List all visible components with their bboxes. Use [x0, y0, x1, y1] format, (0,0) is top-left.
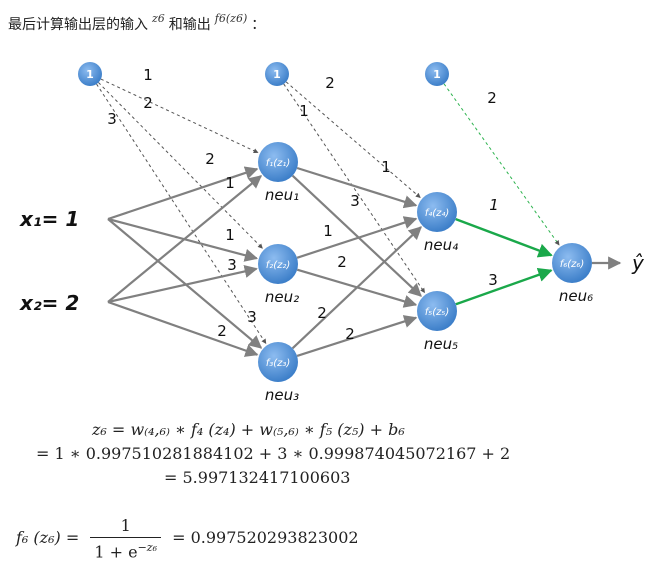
neuron-n4: f₄(z₄) neu₄ [417, 192, 458, 254]
neuron-caption: neu₂ [265, 288, 299, 306]
neuron-caption: neu₄ [424, 236, 458, 254]
neuron-caption: neu₃ [265, 386, 299, 404]
neuron-function-label: f₃(z₃) [266, 358, 291, 369]
neuron-n5: f₅(z₅) neu₅ [417, 291, 458, 353]
weight-label-b3-n6: 2 [487, 89, 497, 107]
weight-label-n1-n4: 1 [381, 158, 391, 176]
f6-numerator: 1 [90, 516, 161, 538]
intro-z6-symbol: z6 [152, 12, 165, 25]
neuron-n3: f₃(z₃) neu₃ [258, 342, 299, 404]
intro-suffix: ： [251, 17, 266, 33]
edge-b1-n1 [100, 78, 259, 154]
bias-node-b3: 1 [425, 62, 449, 86]
z6-equation-line1: z₆ = w₍₄,₆₎ ∗ f₄ (z₄) + w₍₅,₆₎ ∗ f₅ (z₅)… [92, 420, 405, 439]
edge-x2-n3 [107, 300, 259, 357]
neuron-caption: neu₅ [424, 335, 458, 353]
edge-n1-n5 [291, 174, 422, 297]
z6-rhs: w₍₄,₆₎ ∗ f₄ (z₄) + w₍₅,₆₎ ∗ f₅ (z₅) + b₆ [130, 420, 405, 439]
z6-equation-line2: = 1 ∗ 0.997510281884102 + 3 ∗ 0.99987404… [36, 444, 511, 463]
neuron-n6: f₆(z₆) neu₆ [552, 243, 593, 305]
neuron-function-label: f₅(z₅) [425, 307, 450, 318]
edge-n2-n4 [296, 216, 418, 259]
weight-label-x2-n2: 3 [227, 256, 237, 274]
intro-f6-symbol: f6(z6) [214, 12, 248, 25]
edge-n3-n4 [291, 226, 422, 350]
edge-n5-n6 [455, 267, 553, 306]
edge-n3-n5 [296, 315, 418, 357]
neuron-function-label: f₁(z₁) [266, 158, 291, 169]
weight-label-x1-n2: 1 [225, 226, 235, 244]
weight-label-n2-n4: 1 [323, 222, 333, 240]
weight-label-x2-n3: 2 [217, 322, 227, 340]
edge-x1-n1 [107, 166, 259, 221]
input-label-x1: x₁= 1 [19, 207, 79, 231]
output-symbol: ŷ [631, 251, 645, 275]
edge-x2-n1 [107, 175, 263, 303]
z6-lhs: z₆ = [92, 420, 126, 439]
weight-label-n4-n6: 1 [489, 196, 499, 214]
f6-fraction: 1 1 + e−z₆ [90, 516, 161, 561]
edge-n1-n4 [296, 166, 418, 209]
weight-label-x2-n1: 1 [225, 174, 235, 192]
edge-x2-n2 [107, 264, 258, 304]
weight-label-x1-n1: 2 [205, 150, 215, 168]
weight-label-b2-n4: 2 [325, 74, 335, 92]
edge-x1-n3 [107, 218, 263, 349]
f6-denominator: 1 + e−z₆ [90, 538, 161, 561]
neuron-n1: f₁(z₁) neu₁ [258, 142, 299, 204]
f6-den-exp: −z₆ [137, 541, 157, 554]
weight-label-n3-n5: 2 [345, 325, 355, 343]
bias-node-label: 1 [86, 68, 94, 81]
weight-label-n3-n4: 2 [317, 304, 327, 322]
bias-node-label: 1 [273, 68, 281, 81]
f6-lhs: f₆ (z₆) = [16, 528, 80, 548]
z6-equation-line3: = 5.997132417100603 [164, 468, 351, 487]
weight-label-b2-n5: 1 [299, 102, 309, 120]
weight-label-b1-n1: 1 [143, 66, 153, 84]
bias-node-b2: 1 [265, 62, 289, 86]
neuron-n2: f₂(z₂) neu₂ [258, 244, 299, 306]
intro-prefix: 最后计算输出层的输入 [8, 17, 148, 33]
bias-node-label: 1 [433, 68, 441, 81]
neuron-function-label: f₄(z₄) [425, 208, 450, 219]
edge-x1-n2 [107, 217, 259, 262]
neuron-function-label: f₆(z₆) [560, 259, 585, 270]
nodes-layer: 1 1 1 f₁(z₁) neu₁ f₂(z₂) neu₂ f₃(z₃) neu₃ f₄(z₄) n… [19, 62, 645, 404]
weight-label-n2-n5: 2 [337, 253, 347, 271]
neuron-function-label: f₂(z₂) [266, 260, 291, 271]
weight-label-b1-n3: 3 [107, 110, 117, 128]
edge-b2-n4 [285, 81, 421, 199]
edge-b1-n3 [96, 83, 267, 344]
edge-b1-n2 [98, 82, 263, 249]
neuron-caption: neu₁ [265, 186, 299, 204]
f6-equation: f₆ (z₆) = 1 1 + e−z₆ = 0.997520293823002 [16, 516, 359, 561]
intro-middle: 和输出 [168, 17, 211, 33]
weight-label-n1-n5: 3 [350, 192, 360, 210]
neuron-caption: neu₆ [559, 287, 593, 305]
f6-result: = 0.997520293823002 [172, 528, 359, 548]
bias-node-b1: 1 [78, 62, 102, 86]
weight-label-b1-n2: 2 [143, 94, 153, 112]
edges-layer [96, 78, 622, 357]
f6-den-base: 1 + e [94, 542, 138, 562]
weight-label-x1-n3: 3 [247, 308, 257, 326]
edge-n4-n6 [455, 217, 553, 258]
input-label-x2: x₂= 2 [19, 291, 79, 315]
weight-label-n5-n6: 3 [488, 271, 498, 289]
